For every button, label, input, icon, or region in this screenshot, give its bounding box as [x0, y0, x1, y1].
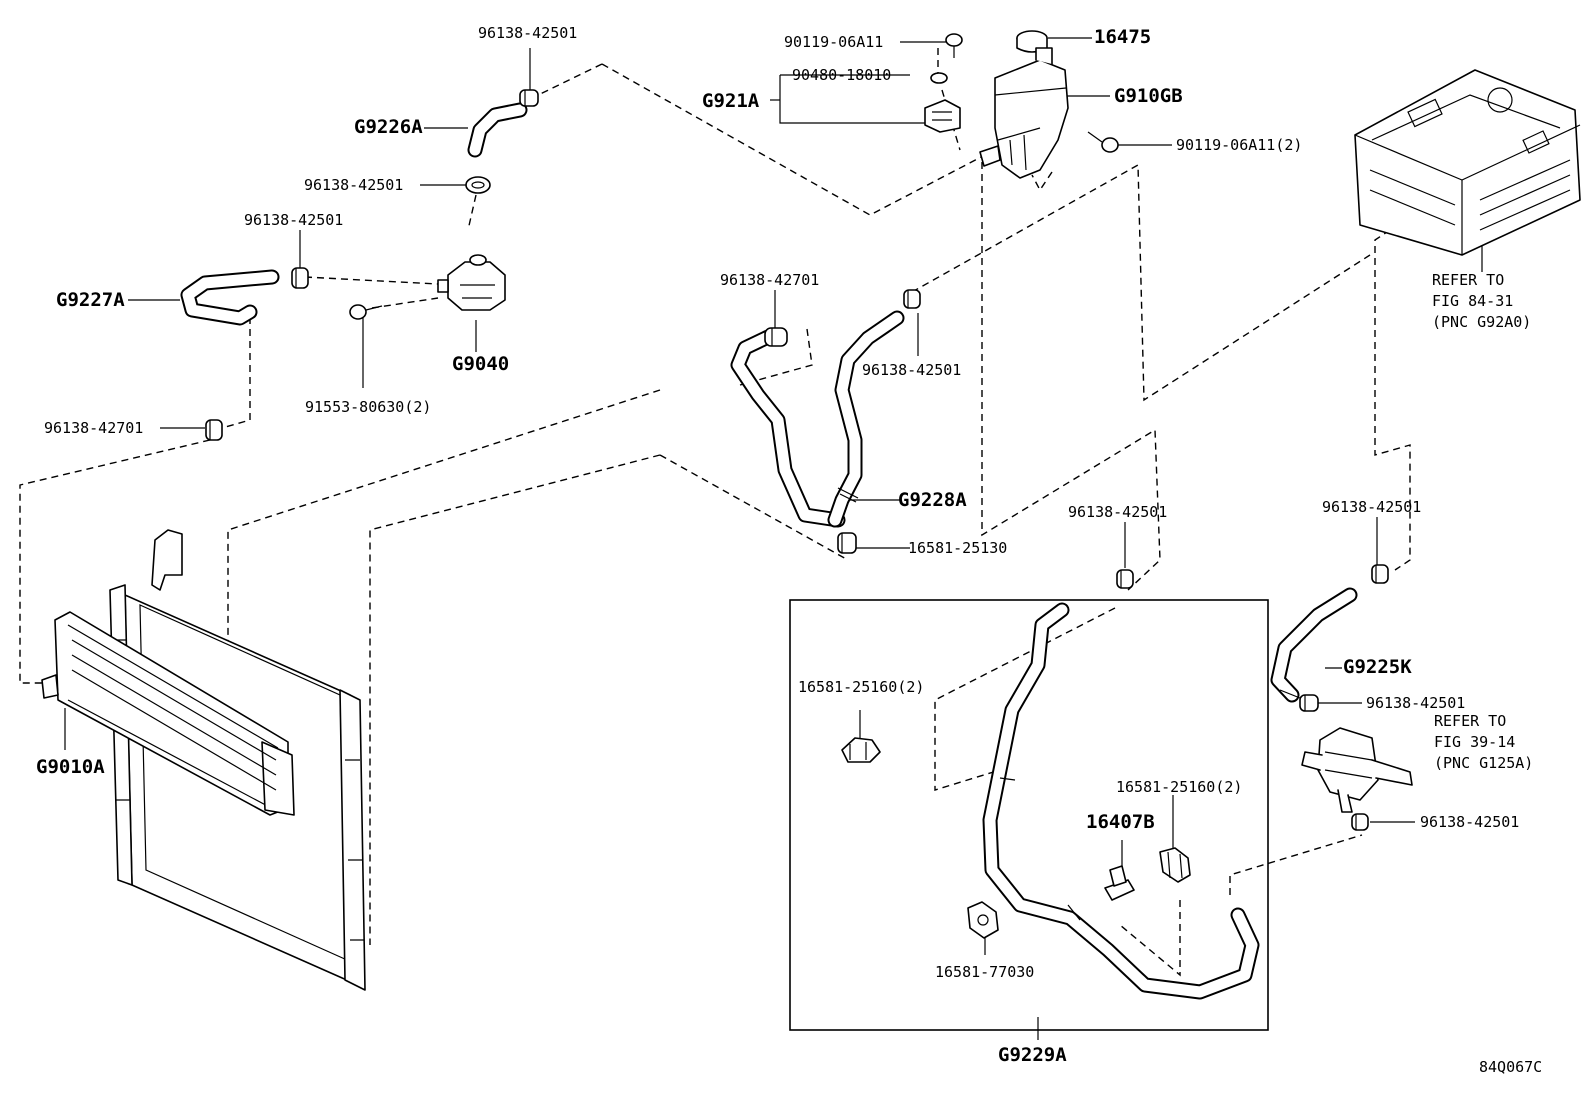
leader-lines: [64, 37, 1483, 1040]
water-pump-G9040-icon: [437, 254, 506, 311]
label-96138-42501: 96138-42501: [1366, 694, 1465, 712]
clamp-icon: [1299, 694, 1319, 712]
label-16581-25160-2: 16581-25160(2): [798, 678, 924, 696]
label-96138-42501: 96138-42501: [1068, 503, 1167, 521]
reference-note-fig-39-14: REFER TO FIG 39-14 (PNC G125A): [1434, 712, 1533, 772]
drain-plug-16407B-icon: [1104, 865, 1135, 901]
label-G9040: G9040: [452, 353, 509, 375]
label-16581-77030: 16581-77030: [935, 963, 1034, 981]
bolt-icon: [349, 304, 383, 320]
bolt-icon: [1087, 131, 1119, 153]
label-91553-80630: 91553-80630(2): [305, 398, 431, 416]
clamp-icon: [1351, 813, 1369, 831]
hose-clip-icon: [1159, 847, 1191, 883]
label-90480-18010: 90480-18010: [792, 66, 891, 84]
label-96138-42701: 96138-42701: [720, 271, 819, 289]
diagram-code: 84Q067C: [1479, 1058, 1542, 1076]
reservoir-tank-G910GB-icon: [979, 47, 1069, 179]
clamp-icon: [465, 176, 491, 194]
hose-G9227A: [180, 269, 280, 326]
label-16407B: 16407B: [1086, 811, 1155, 833]
hose-G9228A-right: [827, 310, 905, 528]
hose-clip-icon: [841, 737, 881, 763]
hose-bands: [837, 487, 1301, 921]
part-number-labels: 96138-42501 G9226A 96138-42501 96138-425…: [36, 24, 1519, 1066]
label-16581-25130: 16581-25130: [908, 539, 1007, 557]
label-96138-42501: 96138-42501: [1322, 498, 1421, 516]
label-G910GB: G910GB: [1114, 85, 1183, 107]
hose-G9228A-left: [730, 329, 846, 528]
label-G9227A: G9227A: [56, 289, 125, 311]
clamp-icon: [764, 327, 788, 347]
label-G9225K: G9225K: [1343, 656, 1412, 678]
label-90119-06A11: 90119-06A11: [784, 33, 883, 51]
hose-G9229A: [982, 602, 1260, 1000]
label-90119-06A11-2: 90119-06A11(2): [1176, 136, 1302, 154]
bracket-G921A-icon: [924, 99, 961, 133]
hose-G9226A: [467, 102, 528, 158]
reference-note-fig-84-31: REFER TO FIG 84-31 (PNC G92A0): [1432, 271, 1531, 331]
clamp-icon: [291, 267, 309, 289]
inverter-assembly-icon: [1354, 69, 1581, 256]
label-96138-42501: 96138-42501: [478, 24, 577, 42]
label-96138-42501: 96138-42501: [244, 211, 343, 229]
label-G9229A: G9229A: [998, 1044, 1067, 1066]
grommet-icon: [930, 72, 948, 84]
clamp-icon: [1371, 564, 1389, 584]
clamp-icon: [1116, 569, 1134, 589]
bolt-icon: [945, 33, 963, 58]
label-G921A: G921A: [702, 90, 760, 112]
clamp-icon: [519, 89, 539, 107]
label-96138-42501: 96138-42501: [304, 176, 403, 194]
intercooler-G9010A-icon: [41, 611, 295, 816]
svg-text:FIG 39-14: FIG 39-14: [1434, 733, 1515, 751]
oil-cooler-icon: [1301, 727, 1413, 813]
label-G9228A: G9228A: [898, 489, 967, 511]
clamp-icon: [837, 532, 857, 554]
label-16581-25160-2: 16581-25160(2): [1116, 778, 1242, 796]
clamp-icon: [903, 289, 921, 309]
label-G9010A: G9010A: [36, 756, 105, 778]
label-16475: 16475: [1094, 26, 1151, 48]
label-96138-42501: 96138-42501: [862, 361, 961, 379]
svg-text:FIG 84-31: FIG 84-31: [1432, 292, 1513, 310]
hose-assembly-G9229A-frame: [789, 599, 1269, 1031]
label-G9226A: G9226A: [354, 116, 423, 138]
hose-G9225K: [1270, 587, 1358, 703]
svg-text:(PNC G125A): (PNC G125A): [1434, 754, 1533, 772]
label-96138-42501: 96138-42501: [1420, 813, 1519, 831]
svg-text:REFER TO: REFER TO: [1432, 271, 1504, 289]
svg-text:REFER TO: REFER TO: [1434, 712, 1506, 730]
hose-clip-icon: [967, 901, 999, 939]
clamp-icon: [205, 419, 223, 441]
label-96138-42701: 96138-42701: [44, 419, 143, 437]
svg-text:(PNC G92A0): (PNC G92A0): [1432, 313, 1531, 331]
